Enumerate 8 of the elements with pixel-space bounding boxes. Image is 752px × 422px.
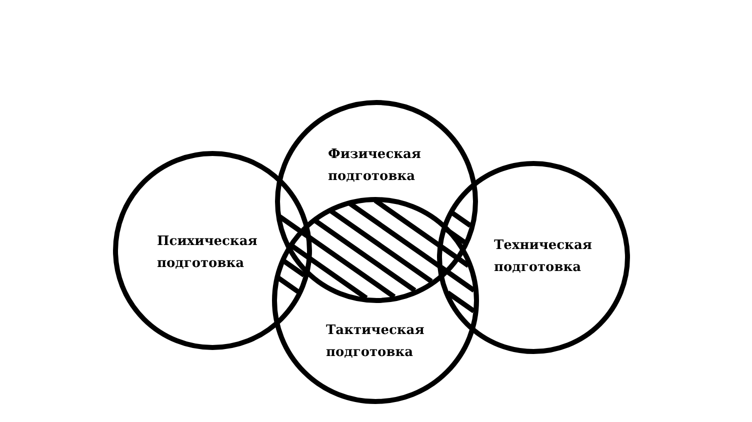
circle-label: Тактическая подготовка: [326, 322, 424, 362]
circle-label: Физическая подготовка: [328, 146, 422, 186]
venn-circle: [436, 160, 630, 354]
venn-circle: [274, 100, 478, 302]
venn-circle: [112, 150, 312, 350]
circle-label: Техническая подготовка: [494, 237, 592, 277]
venn-circle: [272, 196, 478, 404]
circle-label: Психическая подготовка: [157, 233, 258, 273]
